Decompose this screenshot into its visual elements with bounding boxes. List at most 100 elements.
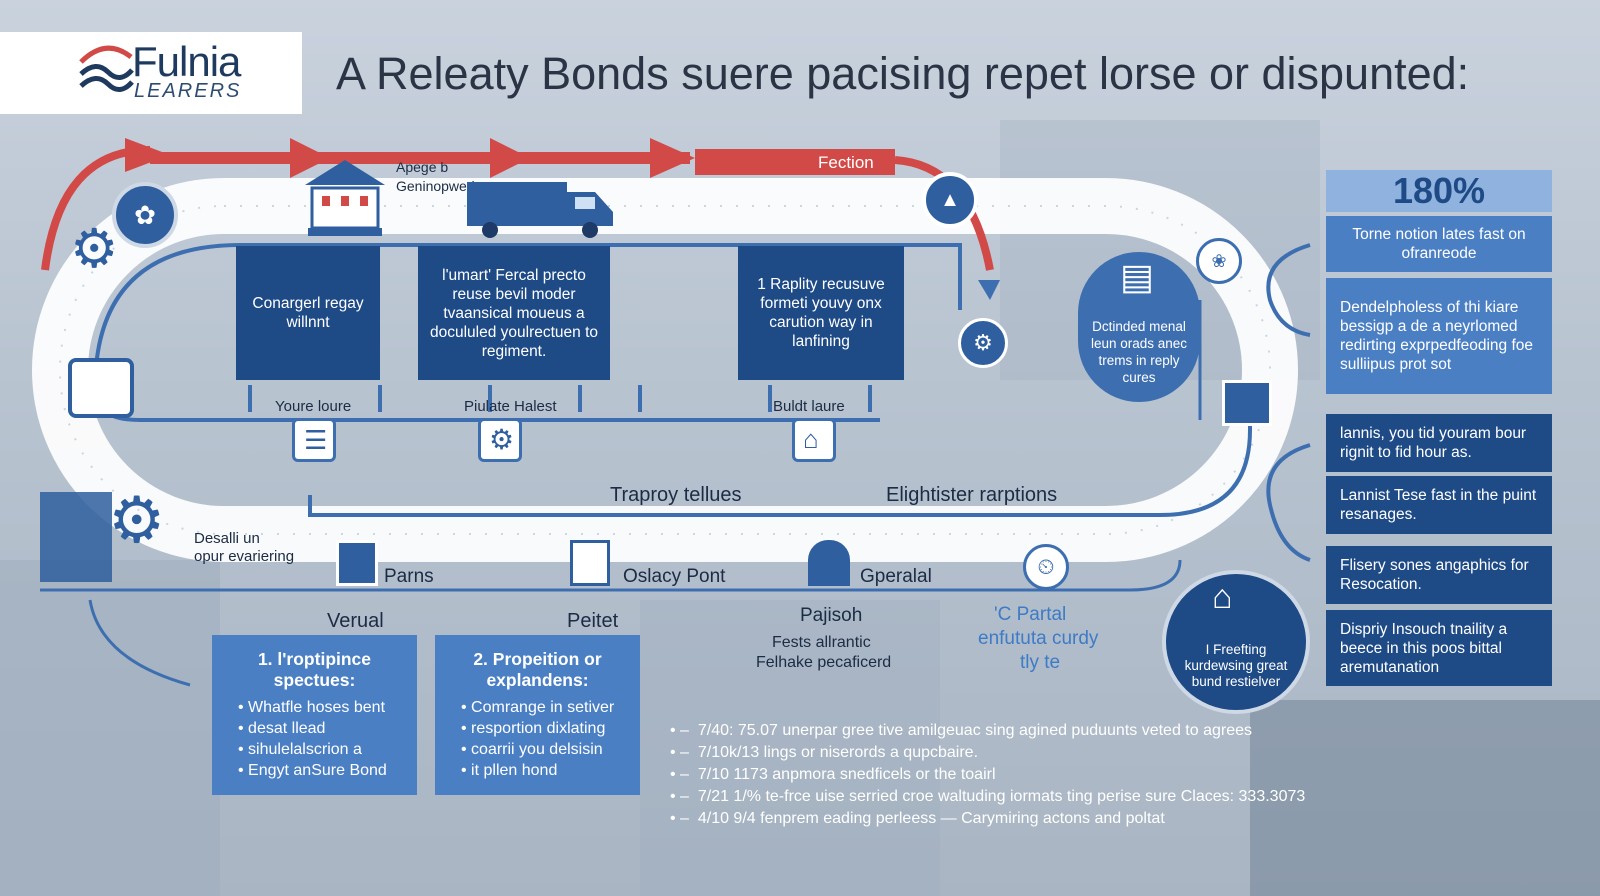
list-item: Whatfle hoses bent	[238, 697, 401, 718]
info-box-2: 2. Propeition or explandens: Comrange in…	[435, 635, 640, 795]
geninopwed-label: Geninopwed	[396, 178, 475, 194]
report-document-icon	[570, 540, 610, 586]
right-panel-item: lannis, you tid youram bour rignit to fi…	[1326, 414, 1552, 472]
connector-arrow	[88, 599, 191, 687]
car-icon	[68, 358, 134, 418]
list-document-icon: ▤	[1120, 256, 1155, 297]
partal-line2: enfututa curdy	[978, 628, 1099, 649]
down-arrowhead	[978, 280, 1000, 300]
connector-ticks	[248, 385, 872, 412]
puzzle-icon	[40, 492, 112, 582]
process-box-1: Conargerl regay willnnt	[236, 246, 380, 380]
red-band	[150, 152, 690, 164]
list-item: desat llead	[238, 718, 401, 739]
stat-row: • – 7/40: 75.07 unerpar gree tive amilge…	[670, 722, 1253, 739]
fests-line2: Felhake pecaficerd	[756, 654, 892, 671]
connector-line	[40, 559, 1182, 592]
list-item: Engyt anSure Bond	[238, 760, 401, 781]
house-icon	[1222, 380, 1272, 426]
right-panel-item: Lannist Tese fast in the puint resanages…	[1326, 476, 1552, 534]
list-item: it pllen hond	[461, 760, 624, 781]
bracket-arrow	[1266, 243, 1311, 337]
document-icon: ☰	[292, 418, 336, 462]
under-label-1: Youre loure	[275, 398, 352, 415]
stat-row: • – 4/10 9/4 fenprem eading perleess — C…	[670, 810, 1165, 827]
stat-text: 7/10k/13 lings or niserords a qupcbaire.	[697, 744, 979, 761]
sub-label-peitet: Peitet	[567, 610, 619, 632]
ribbon-badge-icon: ✿	[112, 182, 178, 248]
info-box-1-title: 1. l'roptipince spectues:	[257, 649, 372, 690]
delivery-truck-icon	[467, 182, 613, 238]
sub-label-pajisoh: Pajisoh	[800, 605, 863, 626]
desalli-line1: Desalli un	[194, 530, 260, 547]
stat-text: 7/40: 75.07 unerpar gree tive amilgeuac …	[697, 722, 1253, 739]
stat-text: 4/10 9/4 fenprem eading perleess — Carym…	[697, 810, 1165, 827]
list-item: resportion dixlating	[461, 718, 624, 739]
background-building	[1250, 700, 1600, 896]
page-title: A Releaty Bonds suere pacising repet lor…	[336, 48, 1470, 99]
office-building-icon	[336, 540, 378, 586]
logo-wave-icon	[79, 45, 134, 92]
apege-label: Apege b	[396, 159, 449, 175]
red-arrowhead	[290, 138, 330, 178]
large-gear-icon: ⚙	[108, 484, 166, 556]
right-panel-item: Dispriy Insouch tnaility a beece in this…	[1326, 610, 1552, 686]
info-box-2-title: 2. Propeition or explandens:	[473, 649, 602, 690]
houses-icon: ⌂	[1212, 578, 1233, 616]
row-label-oslacy: Oslacy Pont	[623, 566, 726, 587]
mid-label-right: Elightister rarptions	[886, 484, 1058, 506]
clock-icon: ⏲	[1023, 544, 1069, 590]
list-item: coarrii you delsisin	[461, 739, 624, 760]
right-panel-item: Dendelpholess of thi kiare bessigp a de …	[1326, 278, 1552, 394]
red-label-band	[695, 149, 895, 175]
stat-text: 7/10 1173 anpmora snedficels or the toai…	[697, 766, 996, 783]
rocket-icon: ▲	[922, 172, 978, 228]
row-label-gperalal: Gperalal	[860, 566, 932, 587]
mid-label-left: Traproy tellues	[610, 484, 742, 506]
stat-text: 7/21 1/% te-frce uise serried croe waltu…	[697, 788, 1306, 805]
red-arrowhead	[490, 138, 530, 178]
track-loop	[32, 178, 1298, 562]
list-item: Comrange in setiver	[461, 697, 624, 718]
list-item: sihulelalscrion a	[238, 739, 401, 760]
info-circle: Dctinded menal leun orads anec trems in …	[1078, 252, 1200, 402]
small-gear-icon: ⚙	[958, 318, 1008, 368]
partal-line3: tly te	[1020, 652, 1061, 673]
info-box-1: 1. l'roptipince spectues: Whatfle hoses …	[212, 635, 417, 795]
logo-panel	[0, 32, 302, 114]
bracket-arrow	[1266, 443, 1311, 562]
stat-headline: 180%	[1326, 170, 1552, 212]
gear-icon: ⚙	[70, 219, 119, 279]
home-icon: ⌂	[792, 418, 836, 462]
process-box-3: 1 Raplity recusuve formeti youvy onx car…	[738, 246, 904, 380]
partal-line1: 'C Partal	[994, 604, 1067, 625]
leaf-icon: ❀	[1196, 238, 1242, 284]
fection-label: Fection	[818, 153, 874, 172]
sub-label-verual: Verual	[327, 610, 384, 632]
right-panel-item: Flisery sones angaphics for Resocation.	[1326, 546, 1552, 604]
settings-gear-icon: ⚙	[478, 418, 522, 462]
desalli-line2: opur evariering	[194, 548, 295, 565]
stat-row: • – 7/10k/13 lings or niserords a qupcba…	[670, 744, 979, 761]
red-arrowhead	[125, 138, 170, 172]
connector-line	[93, 243, 962, 391]
background-building	[640, 600, 940, 896]
logo-subtitle: LEARERS	[134, 80, 242, 102]
connector-line	[308, 380, 1252, 517]
under-label-3: Buldt laure	[773, 398, 845, 415]
info-circle-2: I Freefting kurdewsing great bund restie…	[1162, 570, 1310, 714]
right-panel-item: Torne notion lates fast on ofranreode	[1326, 216, 1552, 272]
red-arrowhead	[650, 138, 695, 178]
background-building	[0, 560, 220, 896]
logo-name: Fulnia	[132, 38, 241, 85]
stat-row: • – 7/21 1/% te-frce uise serried croe w…	[670, 788, 1306, 805]
row-label-parns: Parns	[384, 566, 434, 587]
bank-building-icon	[305, 160, 385, 236]
person-building-icon	[808, 540, 850, 586]
process-box-2: l'umart' Fercal precto reuse bevil moder…	[418, 246, 610, 380]
fests-line1: Fests allrantic	[772, 634, 871, 651]
stat-row: • – 7/10 1173 anpmora snedficels or the …	[670, 766, 996, 783]
under-label-2: Piulate Halest	[464, 398, 557, 415]
